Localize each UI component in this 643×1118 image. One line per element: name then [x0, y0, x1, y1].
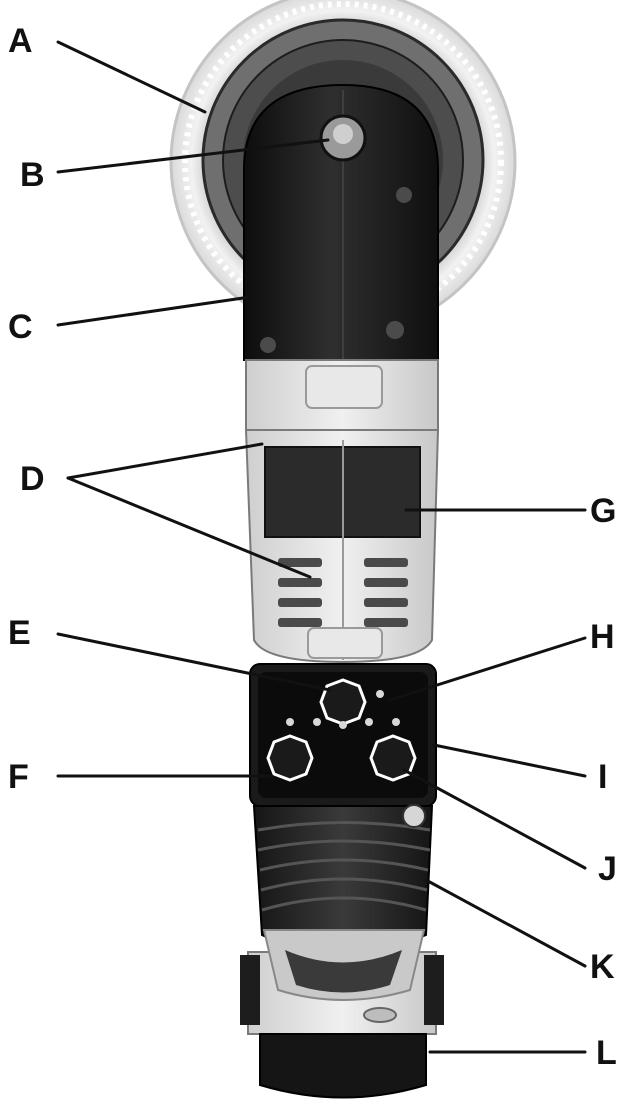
- label-k: K: [590, 948, 615, 986]
- label-g: G: [590, 492, 616, 530]
- label-h: H: [590, 618, 615, 656]
- label-d: D: [20, 460, 45, 498]
- motor-housing: [244, 429, 440, 664]
- label-c: C: [8, 308, 33, 346]
- callout-labels: A B C D E F G H I J K L: [8, 22, 617, 1072]
- label-j: J: [598, 850, 617, 888]
- label-b: B: [20, 156, 45, 194]
- battery-pack: [240, 929, 444, 1099]
- battery-indicator-led: [376, 690, 384, 698]
- ventilation-slots: [278, 558, 408, 627]
- label-l: L: [596, 1034, 617, 1072]
- gear-head: [243, 83, 439, 361]
- label-i: I: [598, 758, 607, 796]
- label-f: F: [8, 758, 29, 796]
- speed-down-button[interactable]: [266, 734, 314, 782]
- upper-collar: [245, 359, 439, 431]
- speed-indicator-leds: [286, 718, 400, 729]
- power-button[interactable]: [319, 678, 367, 726]
- label-a: A: [8, 22, 33, 60]
- control-panel: [249, 663, 437, 807]
- leader-lines: [56, 40, 587, 1054]
- label-e: E: [8, 614, 31, 652]
